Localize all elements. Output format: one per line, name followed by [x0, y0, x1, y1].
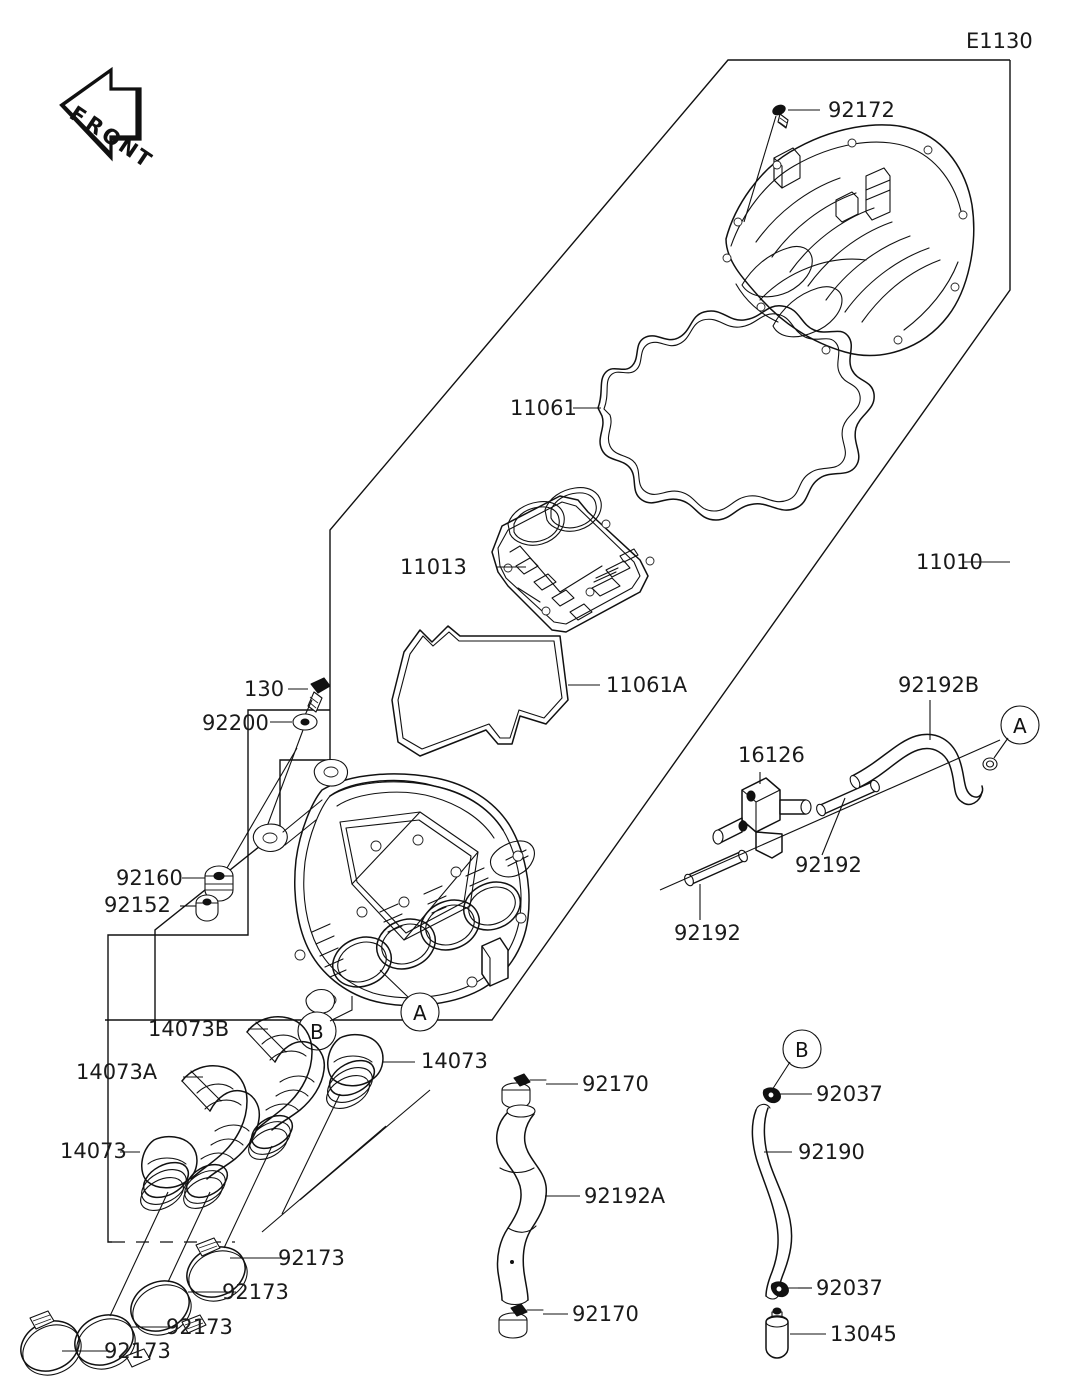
part-92173-clamp-1	[186, 1237, 248, 1302]
part-16126-valve	[712, 777, 812, 859]
label-92172: 92172	[828, 98, 895, 122]
reference-marker-a-hose-label: A	[1013, 714, 1027, 738]
air-cleaner-cover	[722, 124, 975, 357]
reference-marker-a-airbox: A	[379, 969, 440, 1032]
part-11061a-gasket	[391, 625, 569, 757]
part-14073a-duct	[181, 1065, 261, 1209]
label-92170-lower: 92170	[572, 1302, 639, 1326]
part-92160-damper	[204, 865, 234, 902]
label-92152: 92152	[104, 893, 171, 917]
part-130-screw	[307, 677, 331, 713]
label-14073a: 14073A	[76, 1060, 158, 1084]
reference-marker-b-drain: B	[771, 1029, 822, 1091]
part-92192-tube-upper	[816, 779, 880, 817]
part-92037-clamp-top	[762, 1087, 797, 1104]
label-14073-lower: 14073	[60, 1139, 127, 1163]
part-92190-drain-tube	[751, 1103, 793, 1300]
diagram-code: E1130	[966, 29, 1033, 53]
part-92192-tube-lower	[684, 849, 748, 887]
label-92160: 92160	[116, 866, 183, 890]
label-14073b: 14073B	[148, 1017, 229, 1041]
part-92192a-hose	[495, 1104, 548, 1306]
label-11010: 11010	[916, 550, 983, 574]
part-92037-clamp-bottom	[770, 1281, 805, 1298]
part-14073-duct-upper	[326, 1033, 384, 1109]
part-14073b-duct	[246, 1016, 326, 1160]
fastener-group-boundary	[107, 709, 330, 1243]
part-13045-drain-cap	[765, 1307, 789, 1359]
label-14073-upper: 14073	[421, 1049, 488, 1073]
part-92170-clamp-upper	[501, 1073, 547, 1109]
label-130: 130	[244, 677, 284, 701]
assembly-alignment-line	[659, 739, 1001, 891]
label-92192-upper: 92192	[795, 853, 862, 877]
label-92037-top: 92037	[816, 1082, 883, 1106]
reference-marker-a-hose: A	[993, 705, 1040, 759]
part-92172-bolt	[772, 104, 789, 129]
label-92200: 92200	[202, 711, 269, 735]
pointer-92160	[226, 747, 298, 869]
label-92173-2: 92173	[222, 1280, 289, 1304]
part-92173-clamp-2	[130, 1280, 207, 1336]
label-92170-upper: 92170	[582, 1072, 649, 1096]
label-92192a: 92192A	[584, 1184, 666, 1208]
reference-marker-b-airbox: B	[297, 996, 353, 1051]
air-cleaner-housing-body	[252, 758, 535, 1015]
part-11013-element	[491, 487, 655, 633]
clamp-duct-leaders	[109, 1089, 431, 1317]
label-92037-bottom: 92037	[816, 1276, 883, 1300]
label-11061a: 11061A	[606, 673, 688, 697]
pointer-92200	[261, 729, 304, 841]
part-14073-duct-lower	[140, 1135, 198, 1211]
part-11061-gasket	[597, 305, 875, 521]
part-92192b-hose	[849, 733, 998, 806]
leader-92192-upper	[821, 797, 846, 856]
label-92173-1: 92173	[278, 1246, 345, 1270]
pointer-92172	[743, 115, 777, 223]
label-13045: 13045	[830, 1322, 897, 1346]
label-11013: 11013	[400, 555, 467, 579]
label-92173-3: 92173	[166, 1315, 233, 1339]
part-92173-clamp-4	[20, 1310, 82, 1376]
label-16126: 16126	[738, 743, 805, 767]
label-92190: 92190	[798, 1140, 865, 1164]
label-92192-lower: 92192	[674, 921, 741, 945]
part-92200-washer	[292, 713, 318, 731]
reference-marker-a-label: A	[413, 1001, 427, 1025]
part-92152-collar	[195, 894, 219, 922]
label-92192b: 92192B	[898, 673, 979, 697]
reference-marker-b-label: B	[310, 1020, 324, 1044]
reference-marker-b-drain-label: B	[795, 1038, 809, 1062]
label-92173-4: 92173	[104, 1339, 171, 1363]
part-92170-clamp-lower	[498, 1303, 544, 1339]
label-11061: 11061	[510, 396, 577, 420]
